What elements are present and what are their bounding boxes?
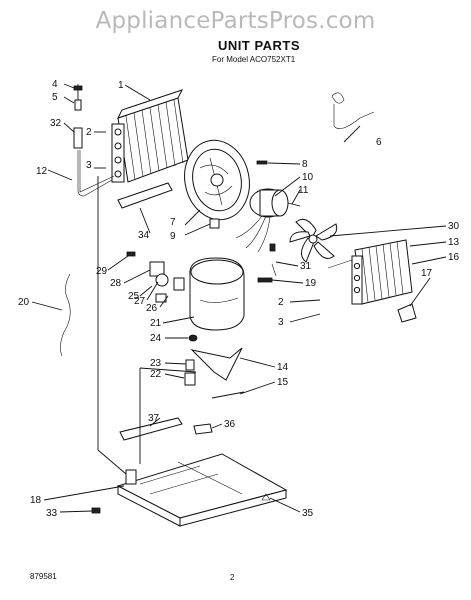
bar-37 [119, 417, 183, 441]
evaporator-coil [327, 239, 413, 305]
callout-labels: 1 2 3 4 5 6 7 8 9 10 11 12 13 14 15 16 1… [18, 79, 460, 519]
assembly-line-left [97, 176, 127, 475]
callout-6: 6 [376, 137, 382, 148]
power-cord-20 [60, 273, 71, 357]
compressor [173, 257, 245, 331]
clip-36 [193, 423, 213, 435]
clip-9 [209, 218, 220, 229]
drawing-number: 879581 [30, 572, 57, 581]
callout-30: 30 [448, 221, 460, 232]
callout-12: 12 [36, 166, 48, 177]
callout-32: 32 [50, 118, 62, 129]
leader-lines [31, 83, 447, 513]
callout-7: 7 [170, 217, 176, 228]
page-number: 2 [230, 573, 235, 582]
callout-20: 20 [18, 297, 30, 308]
assembly-line-mid [139, 367, 197, 464]
callout-2: 2 [86, 127, 92, 138]
callout-22: 22 [150, 369, 162, 380]
callout-14: 14 [277, 362, 289, 373]
callout-25: 25 [128, 291, 140, 302]
fan-shroud [184, 139, 250, 221]
grommet-24 [188, 334, 198, 342]
condenser-coil [111, 89, 189, 183]
callout-2-right: 2 [278, 297, 284, 308]
callout-10: 10 [302, 172, 314, 183]
callout-15: 15 [277, 377, 289, 388]
callout-33: 33 [46, 508, 58, 519]
blower-fan-blade [289, 218, 338, 263]
callout-4: 4 [52, 79, 58, 90]
callout-18: 18 [30, 495, 42, 506]
callout-36: 36 [224, 419, 236, 430]
callout-11: 11 [298, 185, 309, 196]
compressor-electrical-parts [126, 251, 169, 303]
capillary-tube-6 [331, 92, 375, 129]
callout-27: 27 [134, 296, 146, 307]
callout-17: 17 [421, 268, 433, 279]
sleeve-23 [185, 359, 195, 371]
watermark: AppliancePartsPros.com [95, 8, 376, 34]
callout-28: 28 [110, 278, 122, 289]
part-19 [257, 277, 273, 283]
screw-8 [256, 160, 268, 165]
wire-31 [271, 263, 277, 277]
callout-5: 5 [52, 92, 58, 103]
callout-35: 35 [302, 508, 314, 519]
mounting-bracket-14 [190, 347, 243, 381]
callout-9: 9 [170, 231, 176, 242]
callout-21: 21 [150, 318, 162, 329]
bracket-34 [117, 182, 173, 209]
refrigerant-fittings-left [73, 84, 115, 197]
base-pan [116, 453, 288, 527]
callout-34: 34 [138, 230, 150, 241]
callout-3: 3 [86, 160, 92, 171]
part-35 [261, 493, 271, 501]
callout-31: 31 [300, 261, 312, 272]
callout-1: 1 [118, 80, 124, 91]
callout-13: 13 [448, 237, 460, 248]
callout-26: 26 [146, 303, 158, 314]
callout-24: 24 [150, 333, 162, 344]
callout-16: 16 [448, 252, 460, 263]
callout-8: 8 [302, 159, 308, 170]
diagram-subtitle: For Model ACO752XT1 [212, 55, 296, 64]
thermostat-bulb-17 [397, 303, 417, 323]
callout-23: 23 [150, 358, 162, 369]
fan-motor [235, 188, 301, 253]
callout-29: 29 [96, 266, 108, 277]
callout-37: 37 [148, 413, 160, 424]
bolt-33 [91, 507, 101, 514]
callout-19: 19 [305, 278, 317, 289]
washer-22 [184, 372, 196, 386]
rod-15 [211, 391, 245, 399]
diagram-title: UNIT PARTS [218, 38, 301, 53]
callout-3-right: 3 [278, 317, 284, 328]
